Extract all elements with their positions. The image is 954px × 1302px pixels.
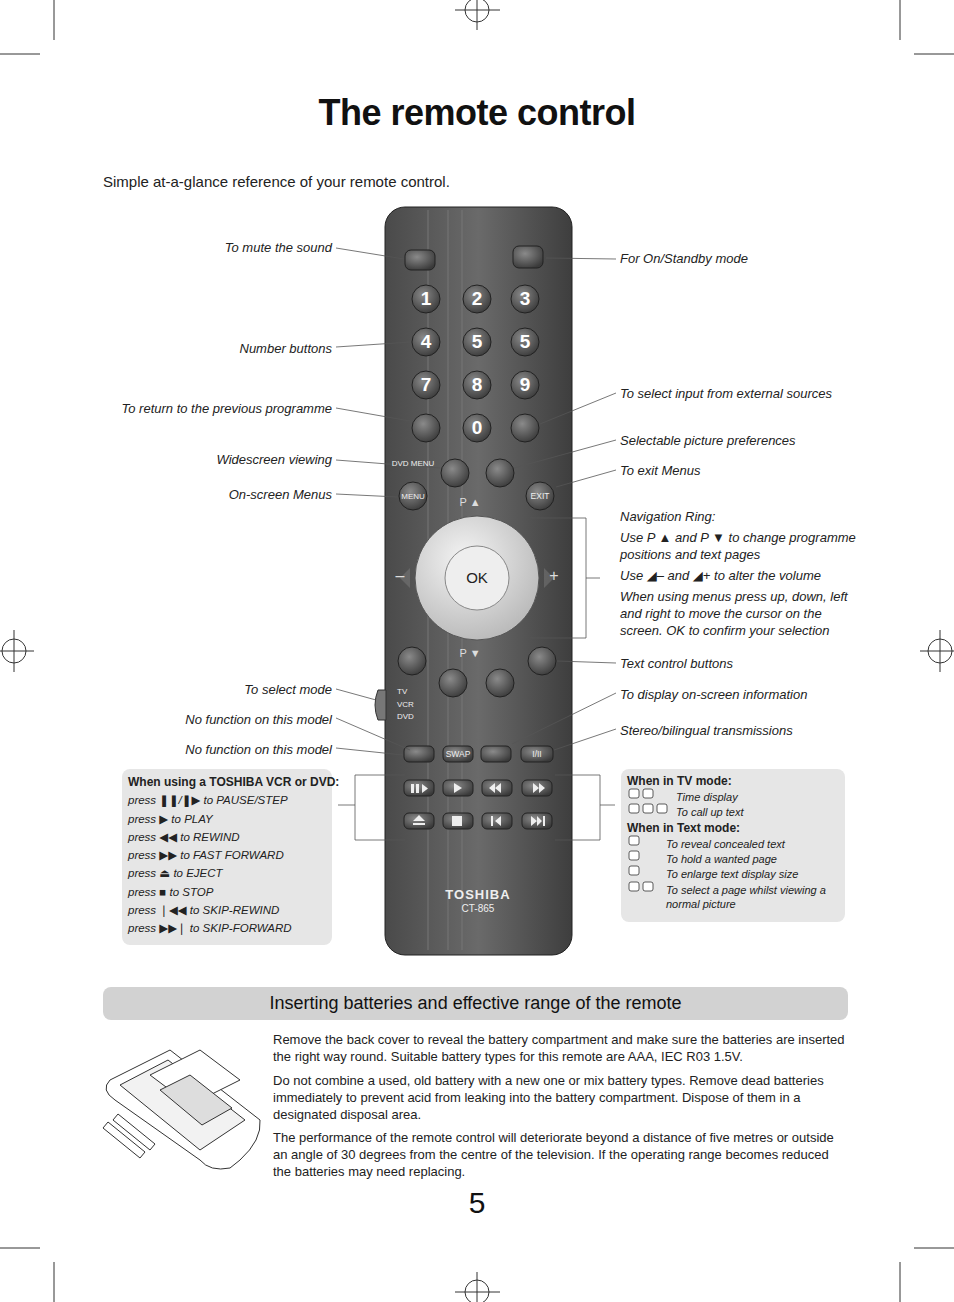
page-number: 5 (0, 1186, 954, 1220)
button-label: 1 (396, 289, 456, 309)
remote-body (385, 207, 572, 955)
callout-text: To select mode (100, 681, 332, 698)
button-label: 5 (495, 332, 555, 352)
battery-illustration (103, 1050, 260, 1169)
band-heading: Inserting batteries and effective range … (270, 993, 682, 1014)
leader-lines (336, 248, 616, 840)
callout-text: Use ◢– and ◢+ to alter the volume (620, 567, 860, 584)
body-text: The performance of the remote control wi… (273, 1129, 848, 1180)
panel-line: press ◀◀ to REWIND (128, 828, 326, 846)
section-band: Inserting batteries and effective range … (103, 987, 848, 1020)
button-label: DVD (397, 713, 437, 721)
button-label: 2 (447, 289, 507, 309)
panel-line: press ▶▶❘ to SKIP-FORWARD (128, 919, 326, 937)
panel-line: To call up text (676, 805, 836, 819)
button-label: – (370, 570, 430, 581)
button-label: 9 (495, 375, 555, 395)
button-label: 7 (396, 375, 456, 395)
page-title: The remote control (0, 92, 954, 134)
panel-heading: When in TV mode: (627, 774, 827, 788)
button-label: CT-865 (418, 903, 538, 914)
body-text: Remove the back cover to reveal the batt… (273, 1031, 848, 1065)
button-icons (411, 783, 545, 826)
info-panel: When in TV mode: Time displayTo call up t… (621, 769, 845, 922)
button-label: 4 (396, 332, 456, 352)
callout-text: Stereo/bilingual transmissions (620, 722, 860, 739)
info-panel: When using a TOSHIBA VCR or DVD:press ❚❚… (122, 769, 332, 945)
panel-line: press ■ to STOP (128, 883, 326, 901)
button-label: I/II (507, 749, 567, 760)
callout-text: For On/Standby mode (620, 250, 860, 267)
callout-text: Use P ▲ and P ▼ to change programme posi… (620, 529, 860, 563)
panel-line: To hold a wanted page (666, 852, 836, 866)
button-label: 3 (495, 289, 555, 309)
button-label: TV (397, 688, 437, 696)
panel-line: Time display (676, 790, 836, 804)
callout-text: No function on this model (100, 741, 332, 758)
panel-line: To select a page whilst viewing a normal… (666, 883, 836, 911)
callout-text: To select input from external sources (620, 385, 860, 402)
panel-heading: When in Text mode: (627, 821, 827, 835)
panel-line: press ▶▶ to FAST FORWARD (128, 846, 326, 864)
button-label: 0 (447, 418, 507, 438)
panel-line: press ❚❚/❚▶ to PAUSE/STEP (128, 791, 326, 809)
callout-text: When using menus press up, down, left an… (620, 588, 856, 639)
button-label: + (524, 570, 584, 581)
button-label: OK (447, 568, 507, 588)
button-label: TOSHIBA (418, 888, 538, 902)
button-label: SWAP (428, 749, 488, 760)
button-label: P ▲ (440, 497, 500, 508)
callout-text: To exit Menus (620, 462, 860, 479)
callout-text: No function on this model (100, 711, 332, 728)
callout-text: To return to the previous programme (60, 400, 332, 417)
subtitle: Simple at-a-glance reference of your rem… (103, 173, 603, 190)
callout-heading: Navigation Ring: (620, 508, 860, 525)
button-label: MENU (383, 491, 443, 502)
panel-line: press ⏏ to EJECT (128, 864, 326, 882)
button-label: 5 (447, 332, 507, 352)
panel-heading: When using a TOSHIBA VCR or DVD: (128, 773, 326, 791)
callout-text: Text control buttons (620, 655, 860, 672)
button-label: 8 (447, 375, 507, 395)
callout-text: To display on-screen information (620, 686, 860, 703)
body-text: Do not combine a used, old battery with … (273, 1072, 848, 1123)
panel-line: To reveal concealed text (666, 837, 836, 851)
callout-text: Number buttons (100, 340, 332, 357)
panel-line: press ❘◀◀ to SKIP-REWIND (128, 901, 326, 919)
button-label: P ▼ (440, 648, 500, 659)
callout-text: Widescreen viewing (100, 451, 332, 468)
panel-line: press ▶ to PLAY (128, 810, 326, 828)
button-label: EXIT (510, 491, 570, 502)
panel-line: To enlarge text display size (666, 867, 836, 881)
callout-text: Selectable picture preferences (620, 432, 860, 449)
callout-text: On-screen Menus (100, 486, 332, 503)
callout-text: To mute the sound (100, 239, 332, 256)
button-label: VCR (397, 701, 437, 709)
button-label: DVD MENU (383, 460, 443, 468)
